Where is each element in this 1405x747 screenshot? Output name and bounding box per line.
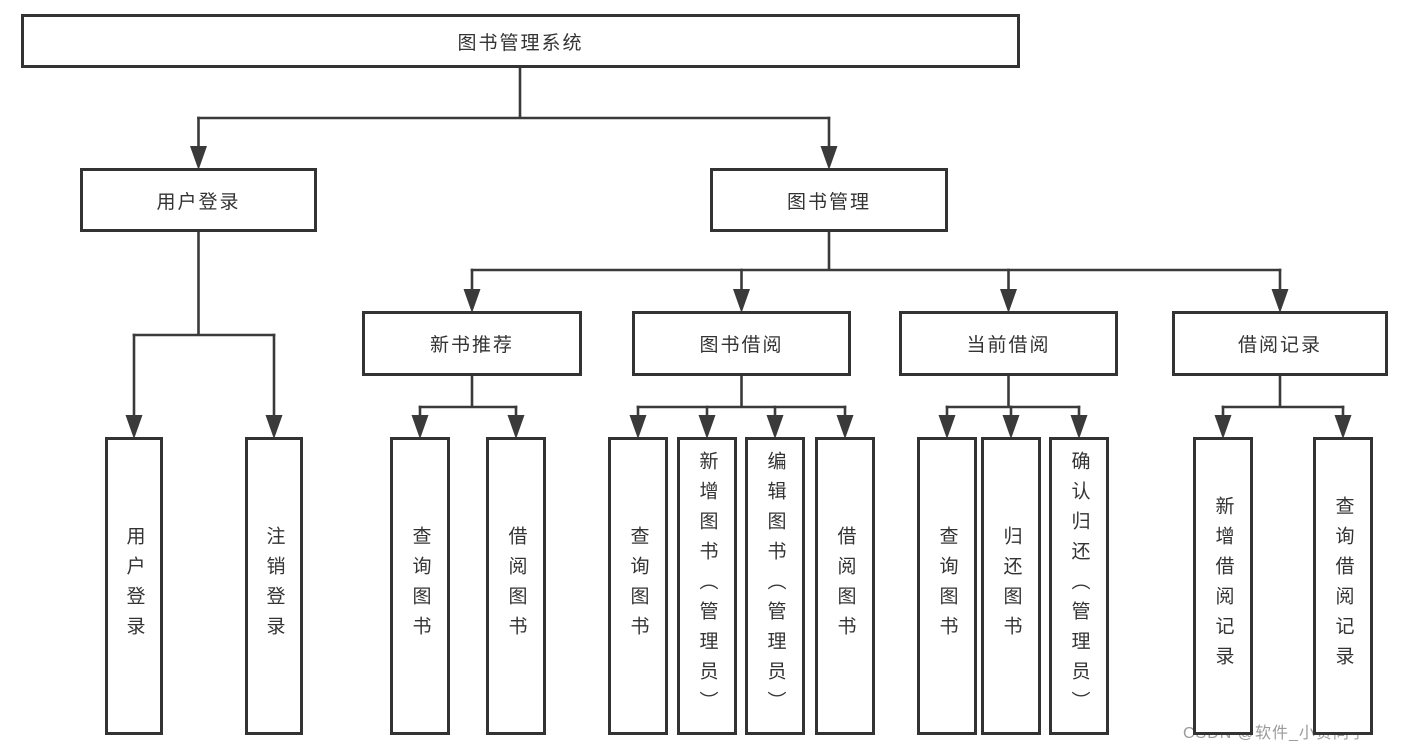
node-label-new-book-rec: 新书推荐 [429,335,514,356]
arrowhead-icon [1271,289,1289,313]
node-borrow-records: 借阅记录 [1172,311,1388,376]
arrowhead-icon [1070,415,1088,439]
node-label-user-login-module: 用户登录 [156,191,241,213]
node-book-mgmt-module: 图书管理 [710,168,948,232]
node-borrow-books-rec: 借阅图书 [486,437,546,735]
node-label-add-borrow-record: 新增借阅记录 [1212,496,1234,676]
node-label-borrow-books-rec: 借阅图书 [505,526,527,646]
node-label-borrow-books-borrow: 借阅图书 [834,526,856,646]
node-query-books-current: 查询图书 [917,437,977,735]
arrowhead-icon [836,415,854,439]
arrowhead-icon [411,415,429,439]
node-label-book-mgmt-module: 图书管理 [786,191,871,213]
arrowhead-icon [265,415,283,439]
node-logout-leaf: 注销登录 [245,437,303,735]
node-return-books: 归还图书 [981,437,1041,735]
node-label-return-books: 归还图书 [1000,526,1022,646]
node-current-borrow: 当前借阅 [899,311,1118,376]
arrowhead-icon [1334,415,1352,439]
node-query-borrow-record: 查询借阅记录 [1313,437,1373,735]
node-label-query-books-borrow: 查询图书 [627,526,649,646]
node-label-query-borrow-record: 查询借阅记录 [1332,496,1354,676]
arrowhead-icon [463,289,481,313]
node-label-edit-books-admin: 编辑图书（管理员） [764,451,786,721]
node-user-login-leaf: 用户登录 [105,437,163,735]
node-user-login-module: 用户登录 [80,168,317,232]
arrowhead-icon [820,146,838,170]
node-label-confirm-return-admin: 确认归还（管理员） [1068,451,1090,721]
arrowhead-icon [125,415,143,439]
node-add-books-admin: 新增图书（管理员） [677,437,737,735]
arrowhead-icon [629,415,647,439]
node-edit-books-admin: 编辑图书（管理员） [745,437,805,735]
arrowhead-icon [507,415,525,439]
arrowhead-icon [733,289,750,313]
arrowhead-icon [1000,289,1017,313]
node-label-book-borrow: 图书借阅 [699,335,784,356]
node-label-root: 图书管理系统 [457,32,584,54]
node-label-query-books-current: 查询图书 [936,526,958,646]
node-new-book-rec: 新书推荐 [362,311,582,376]
arrowhead-icon [938,415,956,439]
arrowhead-icon [1214,415,1232,439]
arrowhead-icon [766,415,784,439]
node-label-add-books-admin: 新增图书（管理员） [696,451,718,721]
node-label-query-books-rec: 查询图书 [409,526,431,646]
arrowhead-icon [1002,415,1020,439]
node-label-borrow-records: 借阅记录 [1237,335,1322,356]
node-query-books-rec: 查询图书 [390,437,450,735]
node-label-current-borrow: 当前借阅 [966,335,1051,356]
node-add-borrow-record: 新增借阅记录 [1193,437,1253,735]
node-label-user-login-leaf: 用户登录 [123,526,145,646]
node-borrow-books-borrow: 借阅图书 [815,437,875,735]
node-query-books-borrow: 查询图书 [608,437,668,735]
node-root: 图书管理系统 [21,14,1020,68]
arrowhead-icon [698,415,716,439]
arrowhead-icon [190,146,207,170]
node-book-borrow: 图书借阅 [632,311,851,376]
node-confirm-return-admin: 确认归还（管理员） [1049,437,1109,735]
node-label-logout-leaf: 注销登录 [263,526,285,646]
